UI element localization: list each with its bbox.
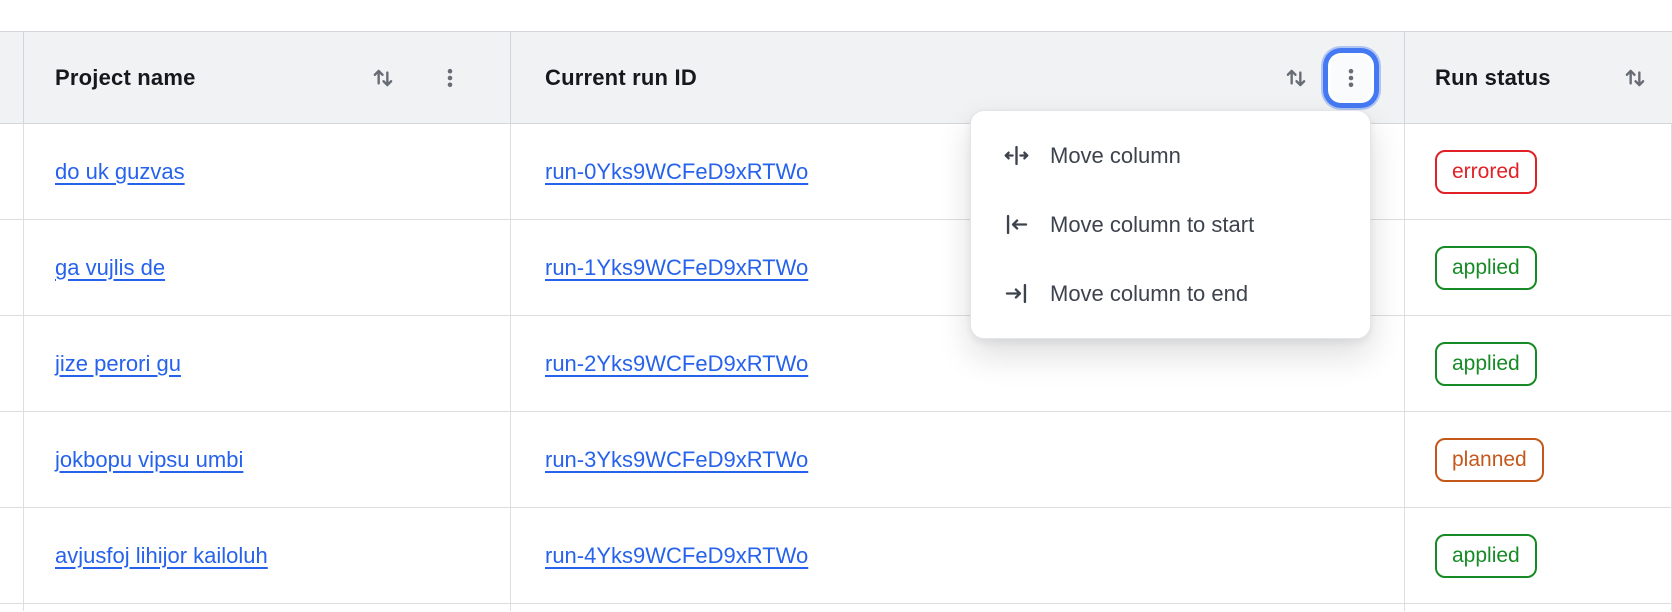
run-status-cell: planned (1405, 412, 1672, 507)
table-body: do uk guzvas run-0Yks9WCFeD9xRTWo errore… (0, 124, 1672, 604)
sort-icon[interactable] (1622, 65, 1648, 91)
run-status-cell: errored (1405, 124, 1672, 219)
project-name-link[interactable]: ga vujlis de (55, 254, 166, 280)
row-stub-cell (0, 124, 24, 219)
run-id-link[interactable]: run-3Yks9WCFeD9xRTWo (545, 446, 809, 472)
sort-icon[interactable] (370, 65, 396, 91)
status-badge: applied (1435, 533, 1537, 578)
project-name-cell: jize perori gu (24, 316, 511, 411)
projects-table: Project name Current run ID (0, 31, 1672, 611)
project-name-cell: ga vujlis de (24, 220, 511, 315)
kebab-icon (1339, 66, 1363, 90)
menu-item-label: Move column to start (1050, 211, 1255, 237)
table-row: jokbopu vipsu umbi run-3Yks9WCFeD9xRTWo … (0, 412, 1672, 508)
project-name-cell: avjusfoj lihijor kailoluh (24, 508, 511, 603)
column-menu-kebab-button-focused[interactable] (1331, 55, 1371, 100)
menu-item-label: Move column (1050, 142, 1181, 168)
current-run-id-cell: run-0Yks9WCFeD9xRTWo (511, 124, 1405, 219)
project-name-link[interactable]: avjusfoj lihijor kailoluh (55, 542, 268, 568)
row-stub-cell (0, 412, 24, 507)
row-stub-cell (0, 316, 24, 411)
run-id-link[interactable]: run-2Yks9WCFeD9xRTWo (545, 350, 809, 376)
menu-item-move-column-to-end[interactable]: Move column to end (971, 259, 1370, 328)
move-column-to-start-icon (1003, 211, 1030, 238)
table-row: ga vujlis de run-1Yks9WCFeD9xRTWo applie… (0, 220, 1672, 316)
move-column-icon (1003, 142, 1030, 169)
column-header-current-run-id: Current run ID (511, 32, 1405, 123)
run-id-link[interactable]: run-4Yks9WCFeD9xRTWo (545, 542, 809, 568)
column-options-menu: Move column Move column to start Move co… (970, 110, 1371, 339)
status-badge: planned (1435, 437, 1544, 482)
menu-item-label: Move column to end (1050, 280, 1249, 306)
table-row: jize perori gu run-2Yks9WCFeD9xRTWo appl… (0, 316, 1672, 412)
row-stub-cell (0, 508, 24, 603)
row-stub-cell (0, 220, 24, 315)
run-status-cell: applied (1405, 220, 1672, 315)
current-run-id-cell: run-1Yks9WCFeD9xRTWo (511, 220, 1405, 315)
status-badge: applied (1435, 245, 1537, 290)
column-header-run-status: Run status (1405, 32, 1672, 123)
table-row-partial (0, 604, 1672, 611)
project-name-cell: jokbopu vipsu umbi (24, 412, 511, 507)
run-id-link[interactable]: run-1Yks9WCFeD9xRTWo (545, 254, 809, 280)
current-run-id-cell: run-3Yks9WCFeD9xRTWo (511, 412, 1405, 507)
project-name-cell: do uk guzvas (24, 124, 511, 219)
table-row: avjusfoj lihijor kailoluh run-4Yks9WCFeD… (0, 508, 1672, 604)
column-menu-kebab-icon[interactable] (438, 66, 462, 90)
column-label: Current run ID (545, 64, 697, 90)
sort-icon[interactable] (1283, 65, 1309, 91)
project-name-link[interactable]: jize perori gu (55, 350, 181, 376)
current-run-id-cell: run-2Yks9WCFeD9xRTWo (511, 316, 1405, 411)
run-status-cell: applied (1405, 316, 1672, 411)
run-status-cell: applied (1405, 508, 1672, 603)
column-header-project-name: Project name (24, 32, 511, 123)
status-badge: applied (1435, 341, 1537, 386)
table-header-row: Project name Current run ID (0, 31, 1672, 124)
column-label: Run status (1435, 64, 1551, 90)
header-stub-cell (0, 32, 24, 123)
status-badge: errored (1435, 149, 1537, 194)
menu-item-move-column-to-start[interactable]: Move column to start (971, 190, 1370, 259)
project-name-link[interactable]: jokbopu vipsu umbi (55, 446, 244, 472)
table-row: do uk guzvas run-0Yks9WCFeD9xRTWo errore… (0, 124, 1672, 220)
project-name-link[interactable]: do uk guzvas (55, 158, 185, 184)
menu-item-move-column[interactable]: Move column (971, 121, 1370, 190)
column-label: Project name (55, 64, 196, 90)
run-id-link[interactable]: run-0Yks9WCFeD9xRTWo (545, 158, 809, 184)
move-column-to-end-icon (1003, 280, 1030, 307)
current-run-id-cell: run-4Yks9WCFeD9xRTWo (511, 508, 1405, 603)
